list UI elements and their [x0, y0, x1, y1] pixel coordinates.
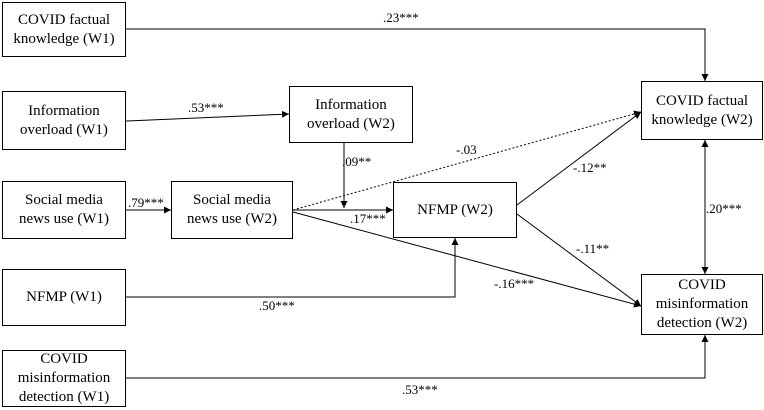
coef-md1-md2: .53***: [402, 382, 438, 397]
node-info-overload-w2: Information overload (W2): [289, 86, 413, 143]
node-social-media-w2: Social media news use (W2): [171, 181, 293, 239]
node-misinfo-w2: COVID misinformation detection (W2): [641, 274, 763, 335]
node-social-media-w1: Social media news use (W1): [2, 181, 126, 239]
node-nfmp-w1: NFMP (W1): [2, 269, 126, 326]
node-misinfo-w1: COVID misinformation detection (W1): [2, 350, 126, 407]
arrow-nf2-md2: [516, 213, 642, 307]
arrow-kw1-kw2: [126, 28, 709, 81]
arrow-nf1-nf2: [126, 238, 459, 298]
coef-sm2-kw2: -.03: [456, 142, 477, 157]
coef-nf2-md2: -.11**: [576, 241, 610, 256]
arrow-sm2-md2: [292, 211, 642, 308]
arrow-sm2-kw2: [292, 110, 642, 211]
coef-kw2-md2: .20***: [706, 201, 742, 216]
coef-sm2-nf2: .17***: [350, 211, 386, 226]
coef-sm1-sm2: .79***: [128, 195, 164, 210]
node-knowledge-w2: COVID factual knowledge (W2): [641, 81, 763, 140]
node-knowledge-w1: COVID factual knowledge (W1): [2, 2, 126, 57]
coef-io2-moderation: .09**: [342, 154, 372, 169]
coef-nf2-kw2: -.12**: [573, 160, 607, 175]
arrow-md1-md2: [126, 335, 709, 379]
coef-nf1-nf2: .50***: [259, 298, 295, 313]
arrow-nf2-kw2: [516, 111, 642, 206]
arrow-io1-io2: [125, 110, 290, 122]
coef-kw1-kw2: .23***: [383, 10, 419, 25]
node-info-overload-w1: Information overload (W1): [2, 91, 126, 150]
node-nfmp-w2: NFMP (W2): [393, 182, 517, 238]
coef-sm2-md2: -.16***: [494, 276, 535, 291]
coef-io1-io2: .53***: [188, 100, 224, 115]
